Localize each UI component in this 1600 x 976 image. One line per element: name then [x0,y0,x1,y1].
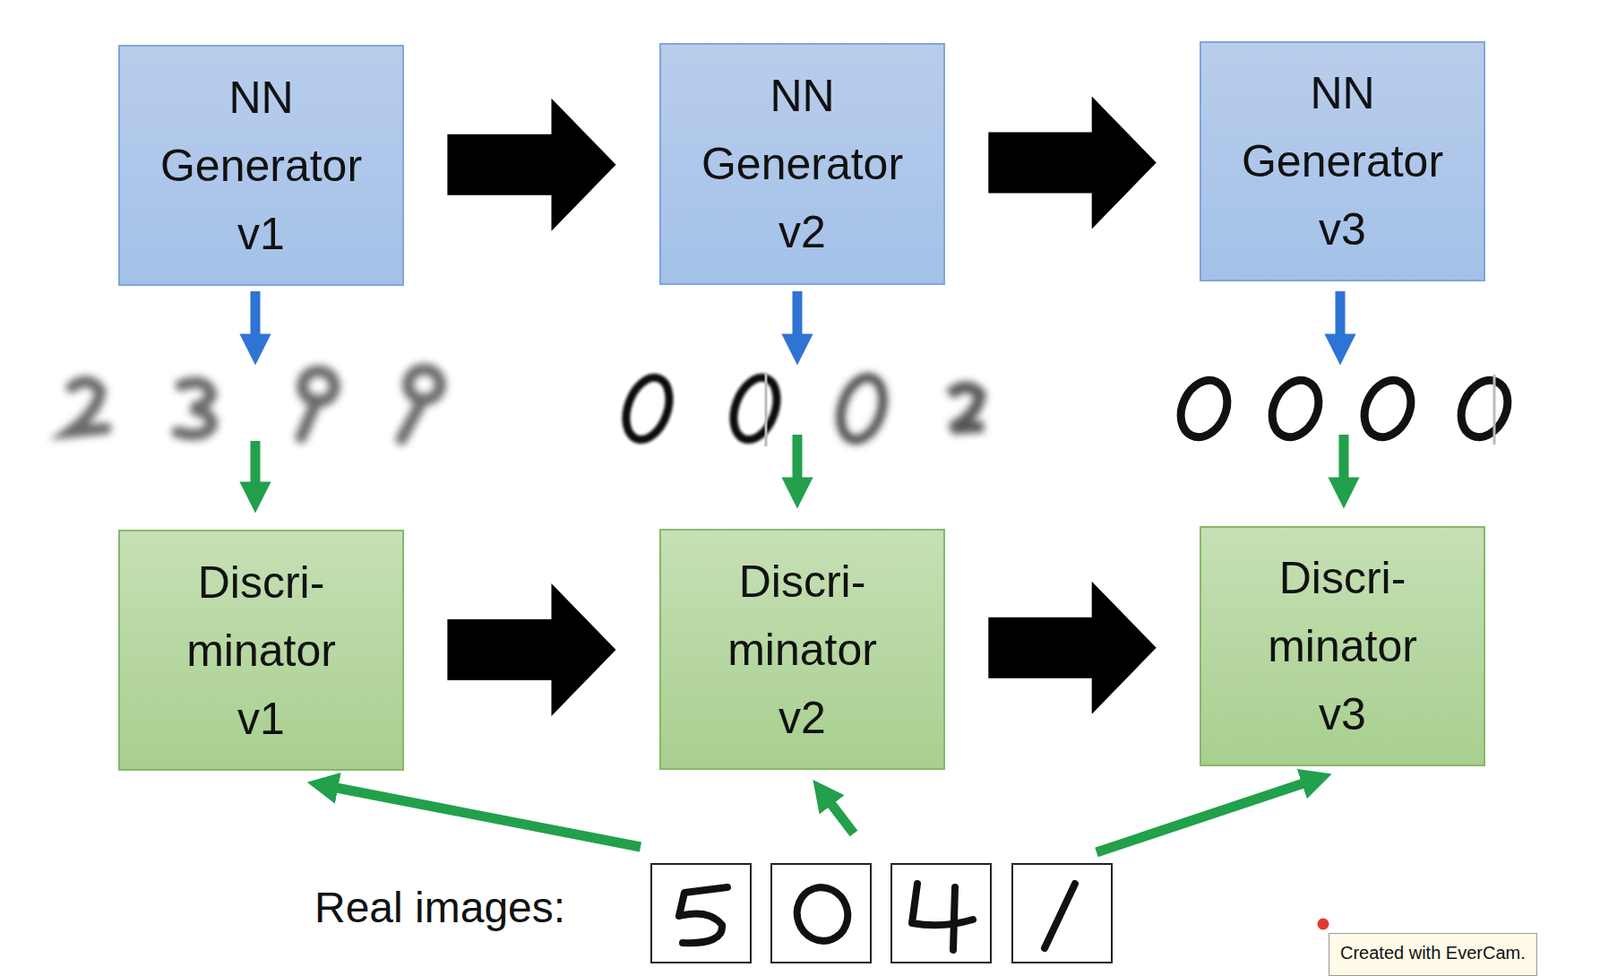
record-dot [1316,916,1331,931]
generator-box: NN Generator v2 [659,43,946,285]
version-arrow [988,581,1156,714]
node-text: NN Generator v1 [160,63,362,268]
row-label: Real images: [314,882,566,932]
discriminator-box: Discri- minator v3 [1199,525,1486,766]
version-arrow [447,98,616,232]
generator-output-arrow [255,291,1341,350]
node-text: Discri- minator v3 [1267,543,1418,749]
discriminator-box: Discri- minator v1 [118,529,405,771]
generated-digits-v3 [1171,372,1516,445]
generated-digits-v1 [69,369,441,439]
version-arrow [447,583,616,716]
node-text: Discri- minator v2 [727,547,878,752]
node-text: Discri- minator v1 [186,548,336,753]
generator-box: NN Generator v3 [1199,41,1486,282]
generator-box: NN Generator v1 [118,44,405,286]
node-text: NN Generator v2 [701,61,904,267]
discriminator-input-arrow [255,434,1344,498]
real-image-digits [651,863,1112,963]
real-image-arrow [322,778,1317,852]
version-arrow [988,96,1156,230]
node-text: NN Generator v3 [1241,59,1444,264]
discriminator-box: Discri- minator v2 [659,528,946,770]
watermark: Created with EverCam. [1328,932,1538,976]
